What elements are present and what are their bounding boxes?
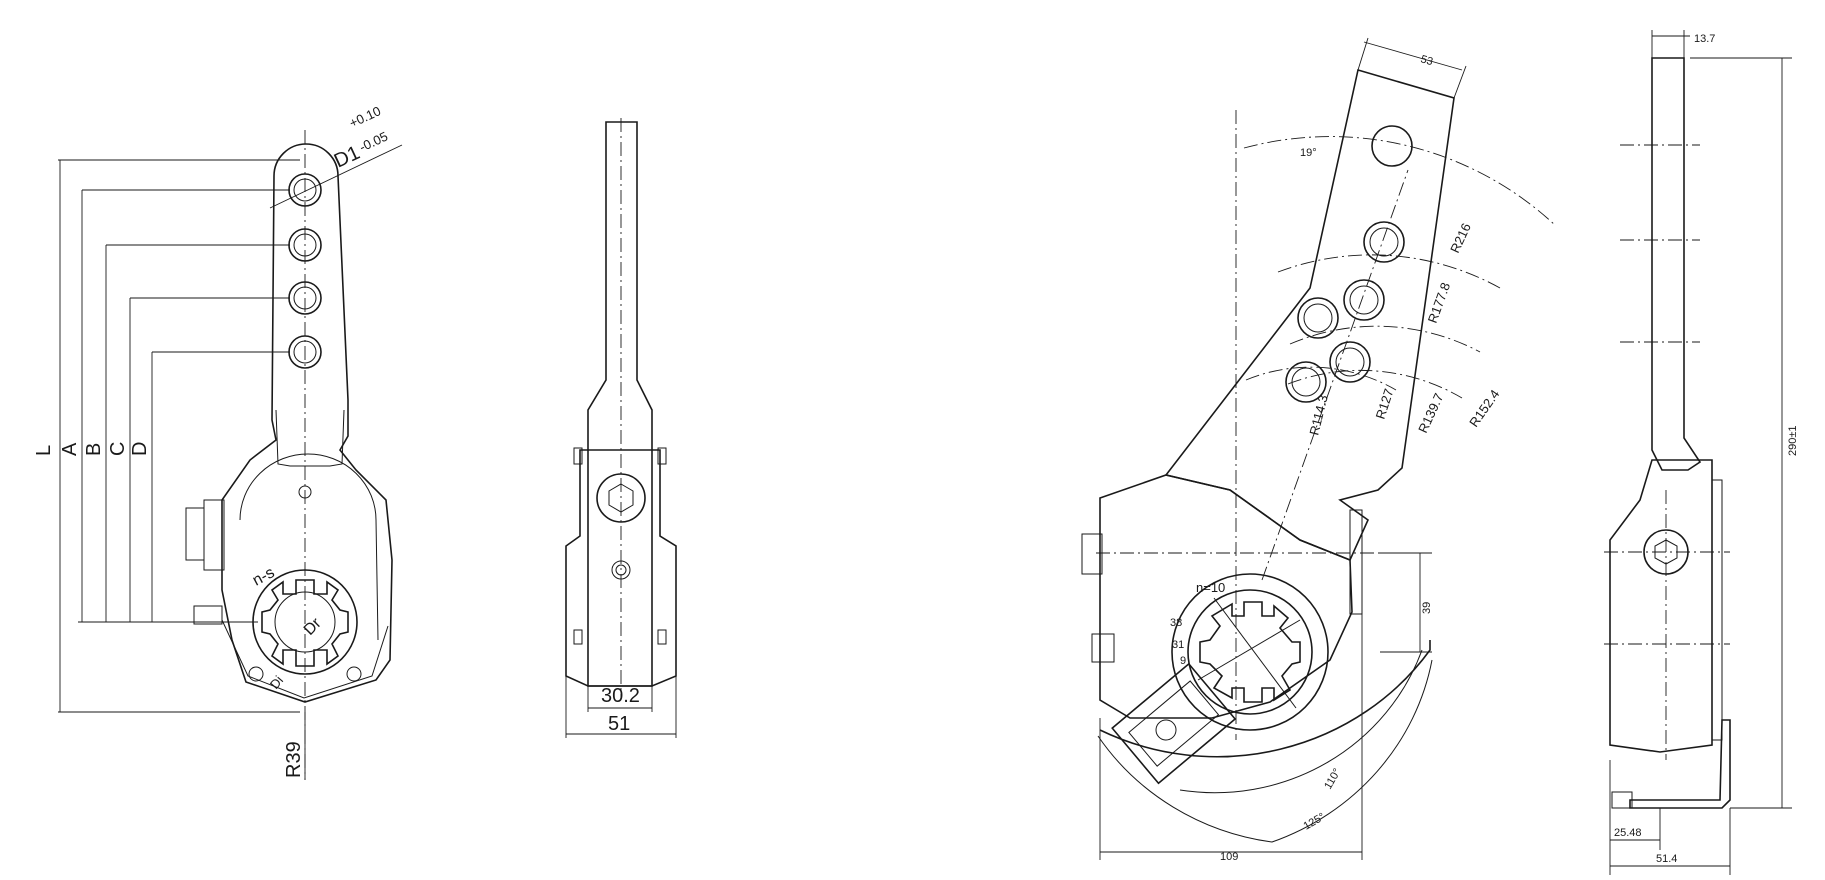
- tolerance-plus: +0.10: [347, 103, 383, 131]
- spline-diameter-label: Dr: [301, 614, 325, 638]
- angled-r1397: R139.7: [1415, 391, 1446, 435]
- right-arm-outline: [1651, 57, 1702, 471]
- side-tab-left-low: [573, 629, 583, 645]
- angled-right-plate: [1349, 509, 1363, 615]
- angled-angle-110: 110°: [1322, 767, 1343, 792]
- angled-height-39: 39: [1421, 602, 1433, 614]
- side-dimensions: [565, 676, 677, 738]
- angled-width-109: 109: [1220, 851, 1238, 863]
- angled-d31: 31: [1172, 639, 1184, 651]
- angled-spline-count: n=10: [1196, 580, 1225, 595]
- angled-hole-5: [1329, 341, 1371, 383]
- angled-dimensions: [1099, 37, 1467, 860]
- angled-d9: 9: [1180, 655, 1186, 667]
- angled-view: 53 19° R216 R177.8 R152.4 R139.7 R127 R1…: [1081, 37, 1557, 863]
- angled-hole-6: [1285, 361, 1327, 403]
- angled-r216: R216: [1447, 221, 1474, 256]
- angled-arc-outer: [1097, 659, 1433, 843]
- angled-hole-4: [1297, 297, 1339, 339]
- front-body-contour: [239, 453, 379, 641]
- front-view: L A B C D D1 +0.10 -0.05 n-s Dr Di R39: [33, 103, 403, 780]
- angled-angle-19: 19°: [1300, 147, 1317, 159]
- angled-hub-outer: [1171, 573, 1329, 731]
- angled-hole-6-inner: [1291, 367, 1321, 397]
- radius-label: R39: [283, 741, 305, 778]
- angled-hub-diag2: [1197, 619, 1301, 681]
- right-top-dim: 13.7: [1694, 33, 1715, 45]
- angled-d38: 38: [1170, 617, 1182, 629]
- angled-r127: R127: [1373, 387, 1397, 421]
- front-worm-collar: [203, 499, 225, 571]
- angled-worm-cap: [1081, 533, 1103, 575]
- right-bottom-25: 25.48: [1614, 827, 1642, 839]
- side-tab-left: [573, 447, 583, 465]
- angled-construction-arcs: [1096, 110, 1557, 740]
- front-bolt-1: [248, 666, 264, 682]
- side-width-inner: 30.2: [601, 685, 640, 707]
- angled-r1524: R152.4: [1466, 387, 1502, 430]
- front-arm-window: [275, 409, 345, 467]
- angled-hole-3: [1343, 279, 1385, 321]
- tolerance-minus: -0.05: [357, 129, 390, 155]
- side-tab-right-low: [657, 629, 667, 645]
- right-bottom-51: 51.4: [1656, 853, 1677, 865]
- right-center-lines: [1604, 144, 1730, 760]
- inner-diameter-label: Di: [267, 673, 286, 692]
- right-bent-bracket: [1629, 719, 1731, 809]
- right-plate: [1711, 479, 1723, 741]
- side-width-outer: 51: [608, 713, 630, 735]
- angled-body-outline: [1099, 474, 1353, 719]
- front-bolt-2: [346, 666, 362, 682]
- side-arm-outline: [587, 121, 653, 687]
- angled-hole-2-inner: [1369, 227, 1399, 257]
- angled-r1778: R177.8: [1425, 281, 1453, 326]
- side-tab-right: [657, 447, 667, 465]
- angled-lower-bracket: [1111, 662, 1237, 785]
- right-bracket-end: [1611, 791, 1633, 809]
- front-spline-teeth: [261, 579, 349, 667]
- label-B: B: [83, 443, 105, 456]
- label-L: L: [33, 445, 55, 456]
- right-height: 290±1: [1787, 425, 1799, 456]
- angled-spline-teeth: [1199, 601, 1301, 703]
- right-view: 13.7 290±1 25.48 51.4: [1604, 30, 1799, 875]
- angled-r1143: R114.3: [1306, 393, 1330, 436]
- front-body-lower: [221, 619, 389, 699]
- angled-arc-inner: [1179, 649, 1423, 794]
- front-arm-outline: [221, 143, 393, 703]
- side-view: 30.2 51: [565, 118, 677, 738]
- angled-width-top: 53: [1419, 53, 1434, 68]
- angled-hole-2: [1363, 221, 1405, 263]
- right-body-outline: [1609, 459, 1713, 753]
- angled-hole-3-inner: [1349, 285, 1379, 315]
- front-worm-screw: [185, 507, 205, 561]
- front-grease-nipple: [193, 605, 223, 625]
- label-A: A: [59, 442, 81, 456]
- angled-hub-diag1: [1213, 597, 1297, 709]
- right-dimensions: [1609, 30, 1792, 875]
- angled-hole-1: [1371, 125, 1413, 167]
- label-D: D: [129, 442, 151, 456]
- front-dimensions: [58, 144, 403, 780]
- angled-hole-4-inner: [1303, 303, 1333, 333]
- angled-hole-5-inner: [1335, 347, 1365, 377]
- angled-arm-outline: [1164, 68, 1455, 562]
- angled-arc-shield: [1099, 640, 1431, 758]
- angled-nipple: [1091, 633, 1115, 663]
- label-C: C: [107, 442, 129, 456]
- angled-angle-125: 125°: [1302, 811, 1328, 833]
- spline-count-label: n-s: [250, 564, 278, 589]
- angled-hub-ring: [1187, 589, 1313, 715]
